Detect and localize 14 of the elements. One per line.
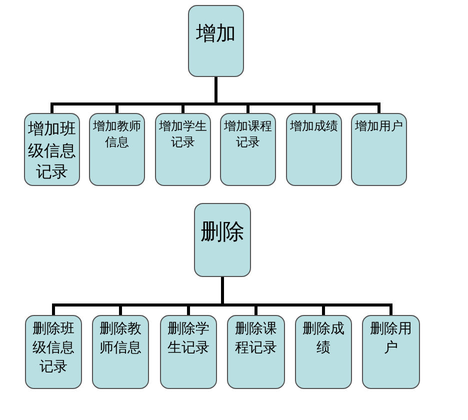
process-box: 增加班级信息记录 <box>24 113 80 186</box>
process-box: 增加用户 <box>351 113 407 186</box>
process-box: 增加教师信息 <box>89 113 145 186</box>
process-box: 删除学生记录 <box>160 315 217 389</box>
process-box: 删除教师信息 <box>92 315 149 389</box>
process-box: 删除 <box>194 203 251 277</box>
process-box: 增加成绩 <box>286 113 342 186</box>
process-box: 增加 <box>188 5 244 77</box>
process-box: 删除用户 <box>362 315 420 389</box>
process-box: 删除班级信息记录 <box>25 315 82 389</box>
process-box: 删除成绩 <box>295 315 352 389</box>
process-box: 删除课程记录 <box>227 315 285 389</box>
process-box: 增加课程记录 <box>220 113 276 186</box>
process-box: 增加学生记录 <box>155 113 211 186</box>
